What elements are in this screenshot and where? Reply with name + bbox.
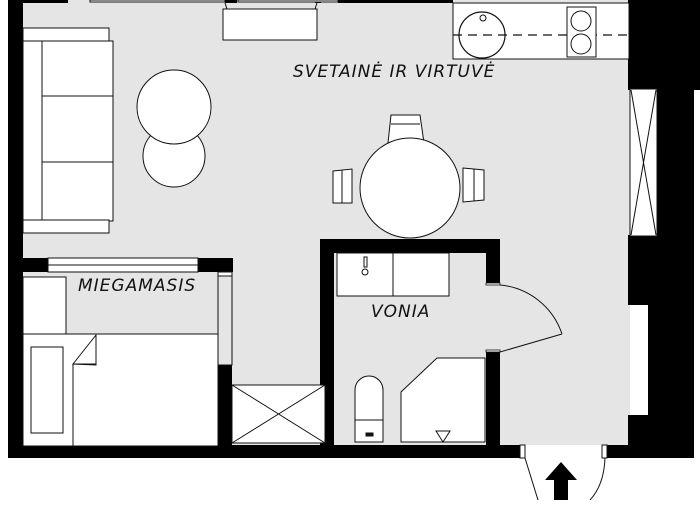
- sofa: [22, 27, 114, 234]
- toilet-icon: [354, 375, 384, 443]
- stove-icon: [566, 6, 597, 58]
- bathroom-door: [485, 282, 563, 353]
- bathroom-furniture: [336, 252, 486, 443]
- kitchen-counter: [452, 2, 630, 60]
- window-top-right: [237, 0, 339, 3]
- bedroom-top-window: [47, 257, 199, 273]
- coffee-table-icon: [136, 69, 212, 145]
- bedroom-partition: [217, 271, 233, 366]
- room-label-living-kitchen: SVETAINĖ IR VIRTUVĖ: [293, 62, 496, 82]
- shower-icon: [400, 357, 486, 443]
- window-top-left: [89, 0, 226, 3]
- pillow: [30, 346, 64, 434]
- tv-cabinet: [222, 2, 318, 41]
- room-label-bedroom: MIEGAMASIS: [78, 276, 197, 296]
- hall-closet: [231, 384, 326, 444]
- window-right: [629, 88, 658, 237]
- dining-set: [332, 114, 485, 239]
- entrance-door: [519, 444, 608, 501]
- entrance-arrow-icon: [545, 462, 577, 500]
- nightstand: [22, 276, 67, 335]
- bedroom-furniture: [22, 276, 219, 447]
- exterior-walls: [8, 0, 700, 458]
- room-label-bathroom: VONIA: [371, 302, 431, 322]
- sink-icon: [458, 11, 506, 59]
